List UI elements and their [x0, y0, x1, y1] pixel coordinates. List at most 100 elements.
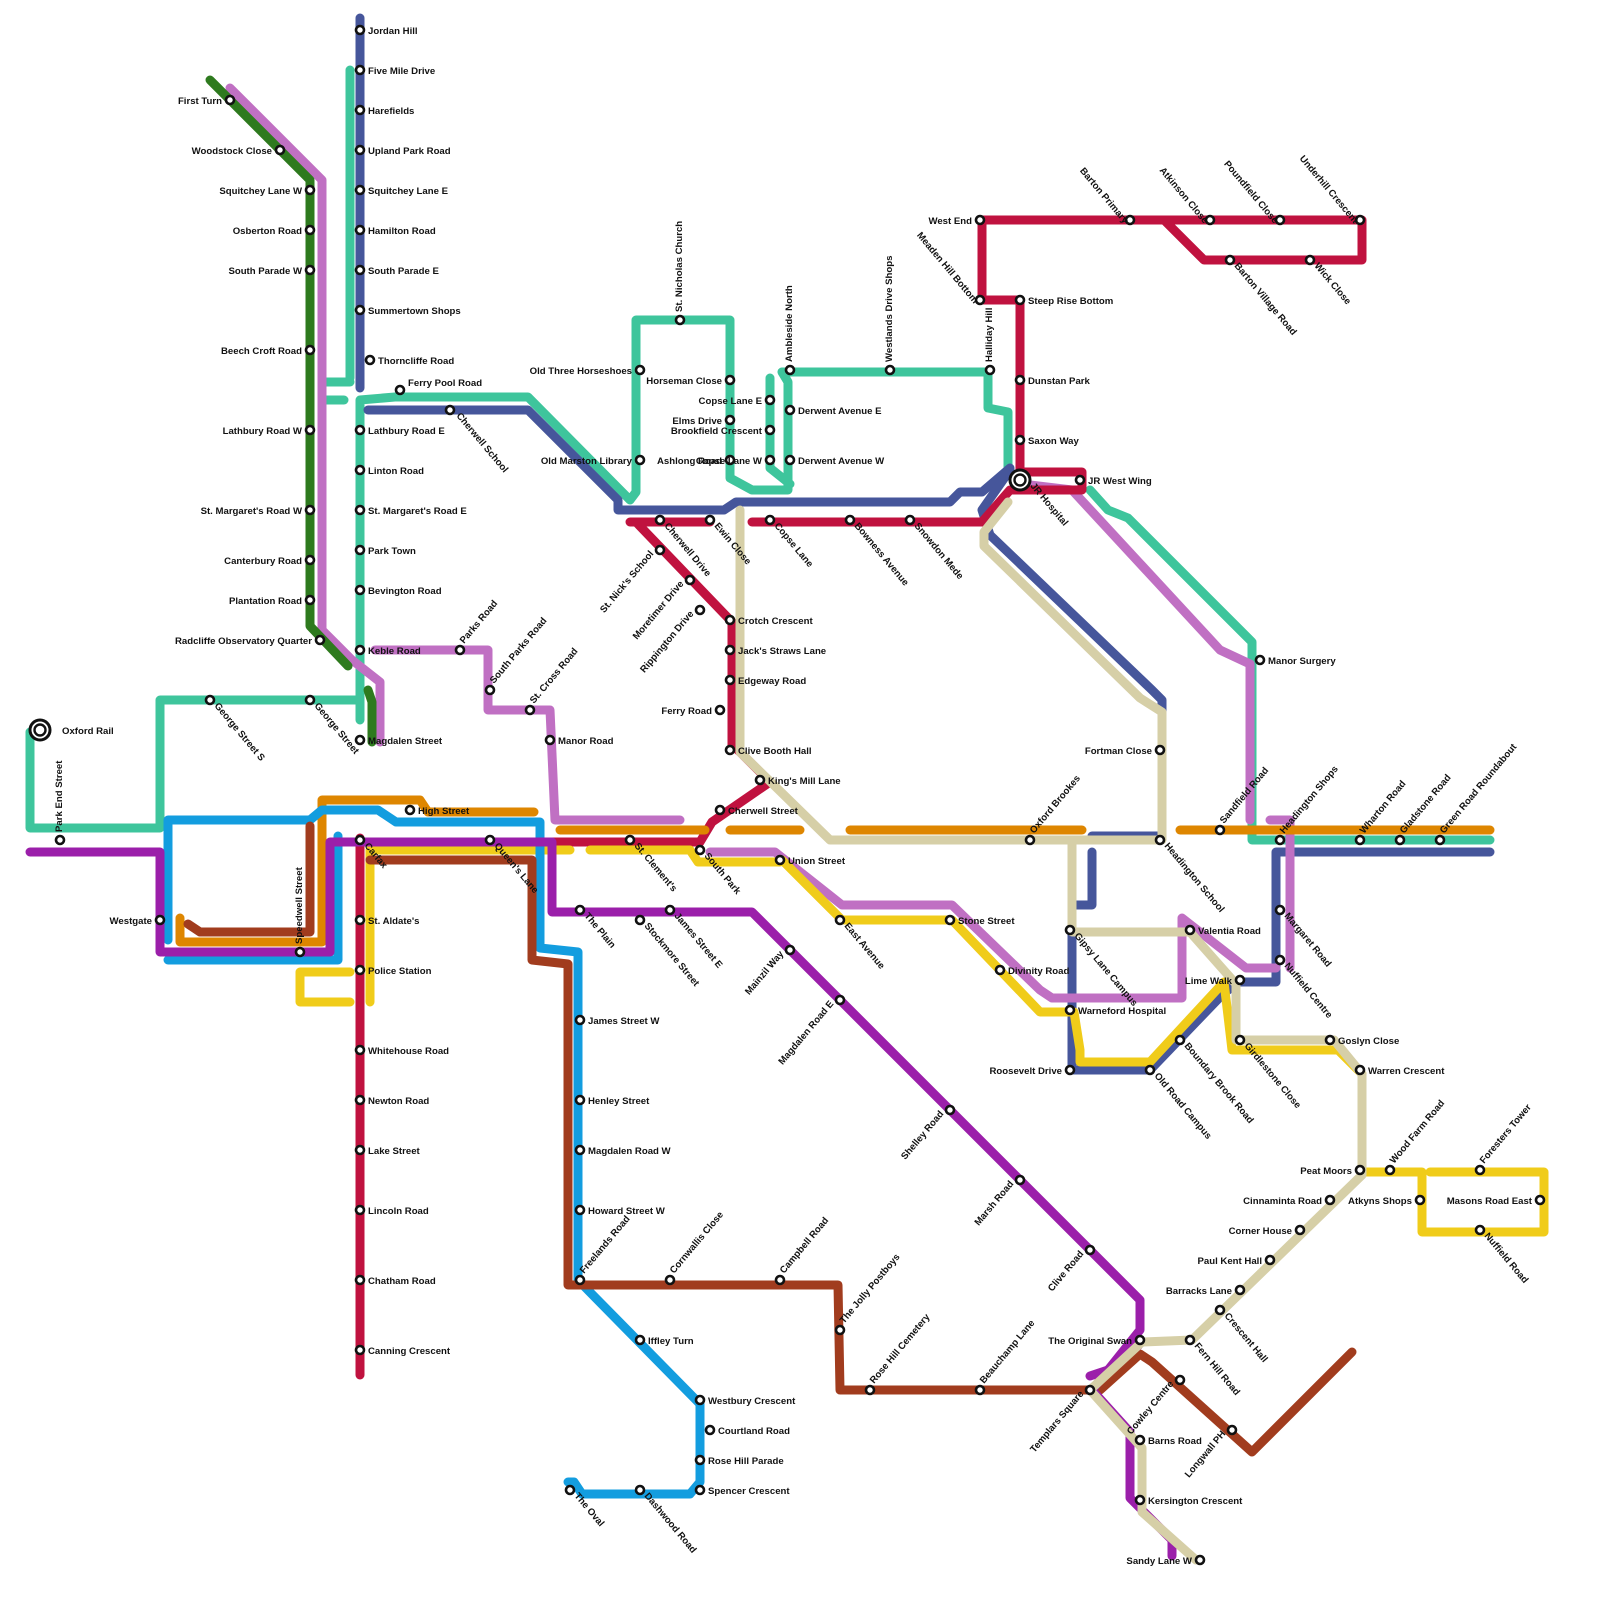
station-label[interactable]: Headington School [1162, 841, 1227, 915]
station-label[interactable]: Green Road Roundabout [1438, 741, 1520, 836]
station-marker-the-plain[interactable] [576, 906, 584, 914]
station-marker-westgate[interactable] [156, 916, 164, 924]
station-label[interactable]: Old Three Horseshoes [530, 366, 632, 377]
station-label[interactable]: Westbury Crescent [708, 1396, 796, 1407]
station-marker-roosevelt-drive[interactable] [1066, 1066, 1074, 1074]
station-label[interactable]: Copse Lane E [699, 396, 763, 407]
station-marker-westbury-crescent[interactable] [696, 1396, 704, 1404]
station-marker-nuffield-centre[interactable] [1276, 956, 1284, 964]
station-marker-squitchey-lane-e[interactable] [356, 186, 364, 194]
station-label[interactable]: George Street [312, 701, 362, 757]
station-marker-oxford-brookes[interactable] [1026, 836, 1034, 844]
station-marker-manor-surgery[interactable] [1256, 656, 1264, 664]
station-marker-saxon-way[interactable] [1016, 436, 1024, 444]
station-label[interactable]: Henley Street [588, 1096, 650, 1107]
station-label[interactable]: Chatham Road [368, 1276, 436, 1287]
station-label[interactable]: Masons Road East [1447, 1196, 1533, 1207]
station-marker-moretimer-drive[interactable] [686, 576, 694, 584]
station-marker-warneford-hospital[interactable] [1066, 1006, 1074, 1014]
station-marker-rose-hill-cemetery[interactable] [866, 1386, 874, 1394]
station-marker-st-cross-road[interactable] [526, 706, 534, 714]
station-label[interactable]: Shelley Road [899, 1109, 946, 1162]
station-marker-old-marston-library[interactable] [636, 456, 644, 464]
station-label[interactable]: South Parks Road [488, 615, 550, 685]
station-marker-westlands-drive-shops[interactable] [886, 366, 894, 374]
station-marker-mainzil-way[interactable] [786, 946, 794, 954]
station-label[interactable]: Cinnaminta Road [1243, 1196, 1322, 1207]
station-marker-jr-west-wing[interactable] [1076, 476, 1084, 484]
station-marker-kersington-crescent[interactable] [1136, 1496, 1144, 1504]
station-marker-atkyns-shops[interactable] [1416, 1196, 1424, 1204]
station-marker-chatham-road[interactable] [356, 1276, 364, 1284]
station-marker-sandfield-road[interactable] [1216, 826, 1224, 834]
station-label[interactable]: St. Margaret's Road E [368, 506, 467, 517]
station-marker-bowness-avenue[interactable] [846, 516, 854, 524]
station-label[interactable]: Union Street [788, 856, 846, 867]
station-marker-first-turn[interactable] [226, 96, 234, 104]
station-marker-iffley-turn[interactable] [636, 1336, 644, 1344]
station-label[interactable]: Jordan Hill [368, 26, 418, 37]
station-label[interactable]: St. Margaret's Road W [201, 506, 303, 517]
station-marker-harefields[interactable] [356, 106, 364, 114]
station-label[interactable]: Meaden Hill Bottom [914, 230, 980, 306]
station-label[interactable]: Cowley Centre [1125, 1379, 1176, 1437]
station-marker-crescent-hall[interactable] [1216, 1306, 1224, 1314]
station-label[interactable]: Clive Booth Hall [738, 746, 812, 757]
station-label[interactable]: Manor Road [558, 736, 614, 747]
station-label[interactable]: Lime Walk [1185, 976, 1233, 987]
station-marker-queen-s-lane[interactable] [486, 836, 494, 844]
station-marker-james-street-w[interactable] [576, 1016, 584, 1024]
station-label[interactable]: Barracks Lane [1166, 1286, 1232, 1297]
station-label[interactable]: Westlands Drive Shops [884, 256, 895, 362]
station-marker-parks-road[interactable] [456, 646, 464, 654]
station-marker-george-street-s[interactable] [206, 696, 214, 704]
station-label[interactable]: Courtland Road [718, 1426, 790, 1437]
station-label[interactable]: Ferry Road [661, 706, 712, 717]
station-marker-the-jolly-postboys[interactable] [836, 1326, 844, 1334]
station-marker-lincoln-road[interactable] [356, 1206, 364, 1214]
station-label[interactable]: Jack's Straws Lane [738, 646, 826, 657]
station-marker-cherwell-drive[interactable] [656, 516, 664, 524]
station-label[interactable]: Divinity Road [1008, 966, 1069, 977]
station-marker-george-street[interactable] [306, 696, 314, 704]
station-marker-shelley-road[interactable] [946, 1106, 954, 1114]
station-marker-jack-s-straws-lane[interactable] [726, 646, 734, 654]
station-label[interactable]: Cherwell School [454, 411, 510, 475]
station-label[interactable]: Squitchey Lane W [219, 186, 303, 197]
station-label[interactable]: Whitehouse Road [368, 1046, 449, 1057]
station-marker-keble-road[interactable] [356, 646, 364, 654]
station-label[interactable]: Edgeway Road [738, 676, 806, 687]
station-label[interactable]: St. Cross Road [528, 646, 581, 706]
station-label[interactable]: Ashlong Road [657, 456, 722, 467]
station-label[interactable]: Keble Road [368, 646, 421, 657]
station-label[interactable]: Snowdon Mede [912, 521, 966, 582]
station-label[interactable]: Marsh Road [973, 1179, 1017, 1228]
station-marker-stone-street[interactable] [946, 916, 954, 924]
station-label[interactable]: West End [928, 216, 972, 227]
station-label[interactable]: Paul Kent Hall [1197, 1256, 1262, 1267]
station-label[interactable]: Fern Hill Road [1192, 1341, 1242, 1398]
station-marker-margaret-road[interactable] [1276, 906, 1284, 914]
station-marker-west-end[interactable] [976, 216, 984, 224]
station-label[interactable]: Ferry Pool Road [408, 378, 482, 389]
station-marker-st-nick-s-school[interactable] [656, 546, 664, 554]
station-label[interactable]: James Street W [588, 1016, 660, 1027]
station-marker-beech-croft-road[interactable] [306, 346, 314, 354]
station-label[interactable]: Howard Street W [588, 1206, 666, 1217]
station-marker-south-parks-road[interactable] [486, 686, 494, 694]
station-marker-sandy-lane-w[interactable] [1196, 1556, 1204, 1564]
station-label[interactable]: Rose Hill Parade [708, 1456, 784, 1467]
station-label[interactable]: St. Nicholas Church [674, 221, 685, 312]
station-label[interactable]: Upland Park Road [368, 146, 451, 157]
station-marker-rippington-drive[interactable] [696, 606, 704, 614]
station-marker-thorncliffe-road[interactable] [366, 356, 374, 364]
station-marker-manor-road[interactable] [546, 736, 554, 744]
station-label[interactable]: South Parade W [228, 266, 303, 277]
station-label[interactable]: Five Mile Drive [368, 66, 435, 77]
station-marker-clive-road[interactable] [1086, 1246, 1094, 1254]
station-label[interactable]: Radcliffe Observatory Quarter [175, 636, 312, 647]
station-marker-osberton-road[interactable] [306, 226, 314, 234]
station-label[interactable]: Sandy Lane W [1126, 1556, 1193, 1567]
station-label[interactable]: Headington Shops [1278, 764, 1341, 836]
station-marker-dashwood-road[interactable] [636, 1486, 644, 1494]
